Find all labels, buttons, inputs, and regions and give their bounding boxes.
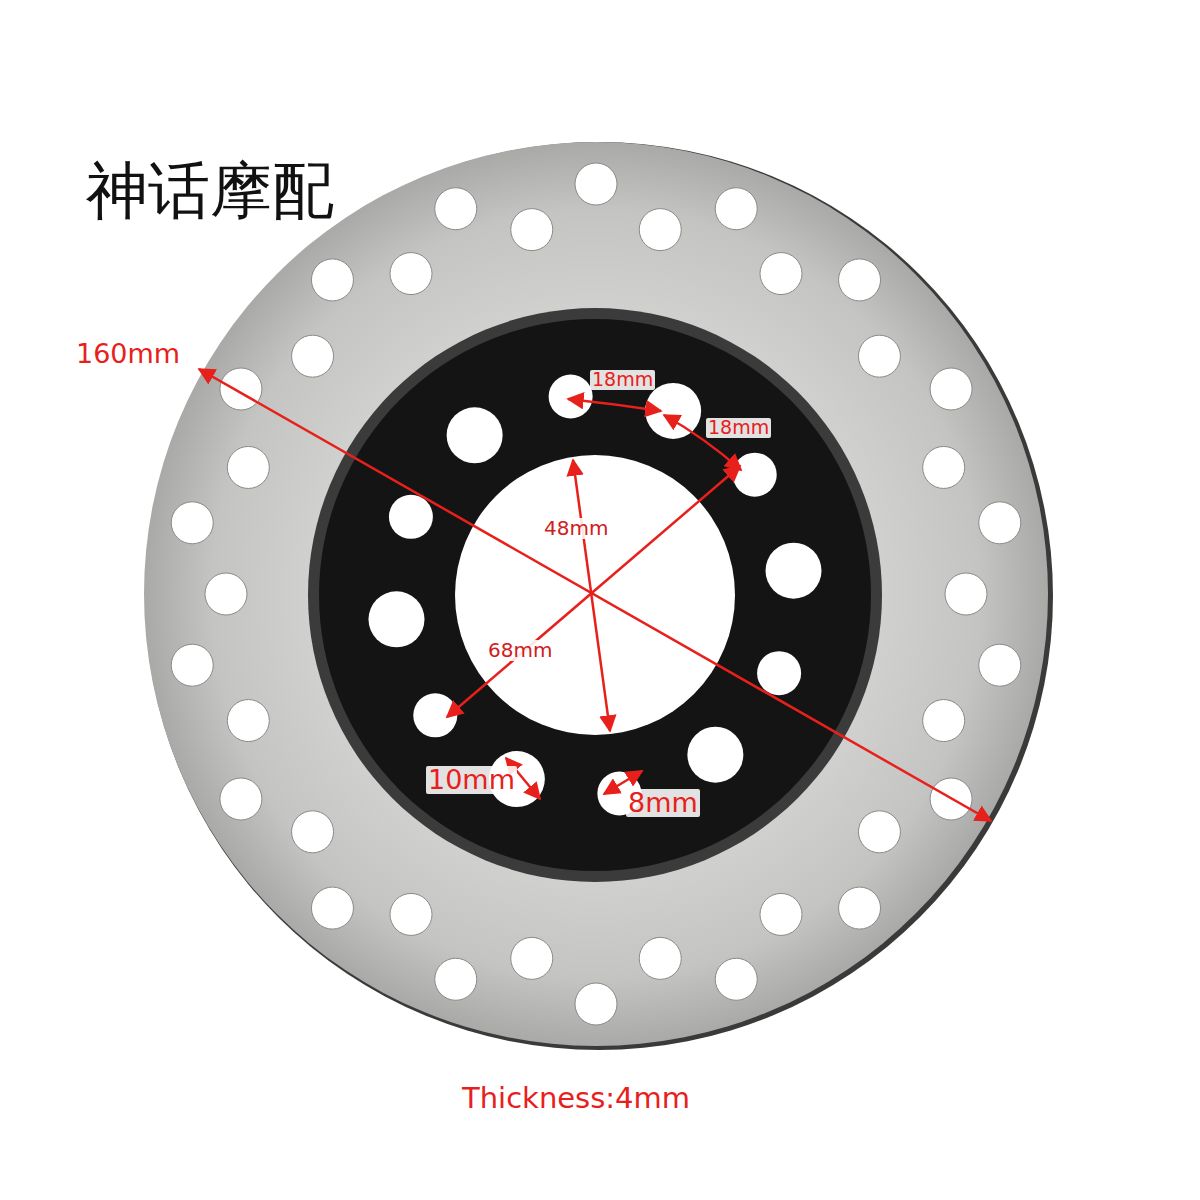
rotor-hole (575, 983, 617, 1025)
rotor-hole (979, 502, 1021, 544)
rotor-holes (171, 163, 1021, 1025)
hub-hole (389, 495, 433, 539)
rotor-hole (760, 253, 802, 295)
rotor-hole (390, 893, 432, 935)
dimension-arrows (199, 369, 991, 821)
rotor-hole (220, 368, 262, 410)
dimension-label: 18mm (590, 370, 655, 390)
rotor-hole (858, 811, 900, 853)
dimension-label: 10mm (426, 766, 517, 794)
dimension-arrow (199, 369, 991, 821)
rotor-hole (511, 937, 553, 979)
rotor-hole (435, 188, 477, 230)
rotor-hole (923, 700, 965, 742)
rotor-hole (435, 958, 477, 1000)
rotor-hole (311, 887, 353, 929)
hub-hole (757, 651, 801, 695)
hub-hole (687, 727, 743, 783)
rotor-hole (292, 811, 334, 853)
rotor-hole (292, 335, 334, 377)
rotor-hole (171, 644, 213, 686)
rotor-hole (930, 368, 972, 410)
watermark: 神话摩配 (86, 158, 334, 223)
rotor-hole (205, 573, 247, 615)
rotor-hole (945, 573, 987, 615)
rotor-hole (575, 163, 617, 205)
hub-hole (447, 407, 503, 463)
dimension-arrow (573, 460, 610, 731)
disc-rotor (144, 142, 1048, 1046)
dimension-arrow (447, 466, 740, 717)
hub-hole (766, 543, 822, 599)
rotor-hole (760, 893, 802, 935)
rotor-hole (639, 209, 681, 251)
rotor-hole (511, 209, 553, 251)
hub-hole (368, 591, 424, 647)
disc-edge-shadow (145, 142, 1053, 1050)
hub-hole (549, 374, 593, 418)
dimension-label: 18mm (706, 418, 771, 438)
dimension-label: 68mm (486, 640, 554, 661)
rotor-hole (715, 188, 757, 230)
thickness-note: Thickness:4mm (462, 1083, 690, 1113)
rotor-hole (979, 644, 1021, 686)
rotor-hole (220, 778, 262, 820)
rotor-hole (923, 446, 965, 488)
rotor-hole (839, 887, 881, 929)
rotor-hole (227, 446, 269, 488)
rotor-hole (858, 335, 900, 377)
dimension-label: 48mm (542, 518, 610, 539)
rotor-hole (171, 502, 213, 544)
hub-hole (733, 453, 777, 497)
dimension-arrow (568, 399, 661, 411)
rotor-hole (311, 259, 353, 301)
rotor-hole (839, 259, 881, 301)
rotor-hole (390, 253, 432, 295)
rotor-hole (715, 958, 757, 1000)
rotor-hole (639, 937, 681, 979)
dimension-label: 160mm (76, 340, 180, 368)
dimension-label: 8mm (626, 789, 700, 817)
rotor-hole (227, 700, 269, 742)
